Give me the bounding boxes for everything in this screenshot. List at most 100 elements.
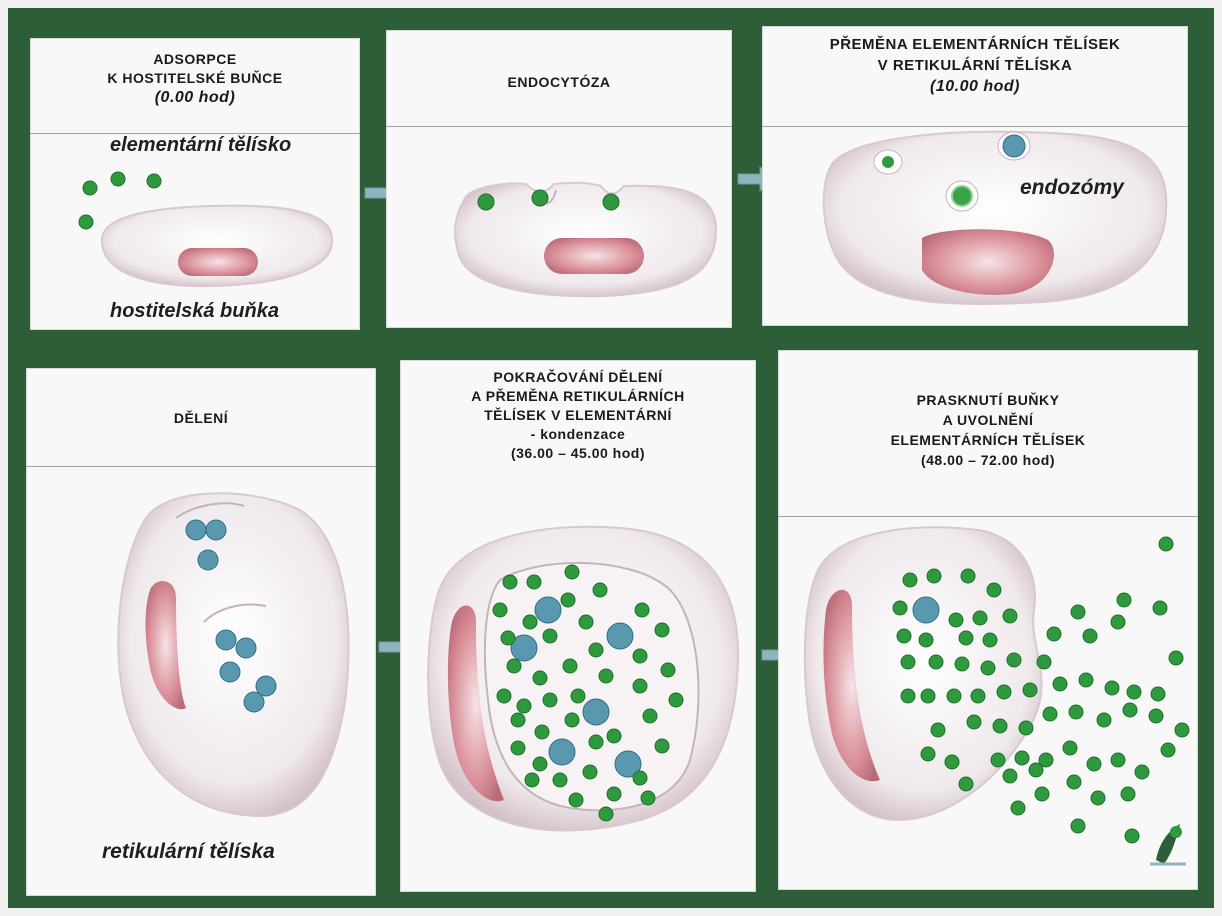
- panel-adsorption: ADSORPCE K HOSTITELSKÉ BUŇCE (0.00 hod): [30, 38, 360, 330]
- elementary-body: [919, 633, 933, 647]
- elementary-body: [565, 713, 579, 727]
- elementary-body: [517, 699, 531, 713]
- elementary-body: [901, 655, 915, 669]
- elementary-body: [1125, 829, 1139, 843]
- label-endosomes: endozómy: [1020, 176, 1124, 200]
- elementary-body: [1117, 593, 1131, 607]
- elementary-body: [973, 611, 987, 625]
- elementary-body: [931, 723, 945, 737]
- elementary-body: [523, 615, 537, 629]
- elementary-body: [535, 725, 549, 739]
- elementary-body: [563, 659, 577, 673]
- elementary-body: [579, 615, 593, 629]
- elementary-body: [1063, 741, 1077, 755]
- reticular-body: [1003, 135, 1025, 157]
- elementary-body: [1079, 673, 1093, 687]
- elementary-body: [533, 757, 547, 771]
- elementary-body: [589, 735, 603, 749]
- reticular-body: [236, 638, 256, 658]
- elementary-body: [1083, 629, 1097, 643]
- elementary-body: [511, 741, 525, 755]
- elementary-body: [501, 631, 515, 645]
- elementary-body: [1087, 757, 1101, 771]
- elementary-body: [655, 739, 669, 753]
- elementary-body: [1067, 775, 1081, 789]
- elementary-body: [147, 174, 161, 188]
- panel-transformation: PŘEMĚNA ELEMENTÁRNÍCH TĚLÍSEK V RETIKULÁ…: [762, 26, 1188, 326]
- reticular-body: [607, 623, 633, 649]
- elementary-body: [493, 603, 507, 617]
- label-elementary-body: elementární tělísko: [110, 134, 291, 157]
- elementary-body: [507, 659, 521, 673]
- elementary-body: [1015, 751, 1029, 765]
- elementary-body: [1069, 705, 1083, 719]
- elementary-body: [525, 773, 539, 787]
- elementary-body: [897, 629, 911, 643]
- panel-division: DĚLENÍ retikulární tělíska: [26, 368, 376, 896]
- continued-division-illustration: [400, 360, 756, 892]
- elementary-body: [959, 777, 973, 791]
- elementary-body: [1035, 787, 1049, 801]
- elementary-body: [1071, 605, 1085, 619]
- elementary-body: [533, 671, 547, 685]
- elementary-body: [527, 575, 541, 589]
- elementary-body: [1019, 721, 1033, 735]
- reticular-body: [216, 630, 236, 650]
- elementary-body: [1105, 681, 1119, 695]
- elementary-body: [583, 765, 597, 779]
- elementary-body: [947, 689, 961, 703]
- elementary-body: [1023, 683, 1037, 697]
- elementary-body: [893, 601, 907, 615]
- elementary-body: [661, 663, 675, 677]
- elementary-body: [1091, 791, 1105, 805]
- elementary-body: [929, 655, 943, 669]
- logo-icon: [1150, 824, 1186, 864]
- reticular-body: [198, 550, 218, 570]
- elementary-body: [641, 791, 655, 805]
- elementary-body: [633, 679, 647, 693]
- elementary-body: [949, 613, 963, 627]
- elementary-body: [599, 807, 613, 821]
- elementary-body: [532, 190, 548, 206]
- elementary-body: [981, 661, 995, 675]
- elementary-body: [633, 771, 647, 785]
- elementary-body: [553, 773, 567, 787]
- elementary-body: [987, 583, 1001, 597]
- reticular-body: [535, 597, 561, 623]
- elementary-body: [543, 693, 557, 707]
- division-illustration: [26, 368, 376, 896]
- elementary-body: [565, 565, 579, 579]
- elementary-body: [1043, 707, 1057, 721]
- reticular-body: [220, 662, 240, 682]
- elementary-body: [111, 172, 125, 186]
- elementary-body: [497, 689, 511, 703]
- elementary-body: [1135, 765, 1149, 779]
- nucleus: [922, 229, 1054, 295]
- elementary-body: [599, 669, 613, 683]
- elementary-body: [1159, 537, 1173, 551]
- reticular-body: [206, 520, 226, 540]
- elementary-body: [655, 623, 669, 637]
- elementary-body: [959, 631, 973, 645]
- elementary-body: [1097, 713, 1111, 727]
- elementary-body: [643, 709, 657, 723]
- elementary-body: [1003, 609, 1017, 623]
- elementary-body: [593, 583, 607, 597]
- elementary-body: [1161, 743, 1175, 757]
- panel-lysis: PRASKNUTÍ BUŇKY A UVOLNĚNÍ ELEMENTÁRNÍCH…: [778, 350, 1198, 890]
- elementary-body: [503, 575, 517, 589]
- elementary-body: [967, 715, 981, 729]
- panel-continued-division: POKRAČOVÁNÍ DĚLENÍ A PŘEMĚNA RETIKULÁRNÍ…: [400, 360, 756, 892]
- nucleus: [544, 238, 644, 274]
- label-host-cell: hostitelská buňka: [110, 300, 279, 323]
- elementary-body: [589, 643, 603, 657]
- elementary-body: [997, 685, 1011, 699]
- elementary-body: [1169, 651, 1183, 665]
- elementary-body: [569, 793, 583, 807]
- elementary-body: [511, 713, 525, 727]
- elementary-body: [927, 569, 941, 583]
- elementary-body: [1127, 685, 1141, 699]
- elementary-body: [971, 689, 985, 703]
- elementary-body: [1153, 601, 1167, 615]
- reticular-body: [913, 597, 939, 623]
